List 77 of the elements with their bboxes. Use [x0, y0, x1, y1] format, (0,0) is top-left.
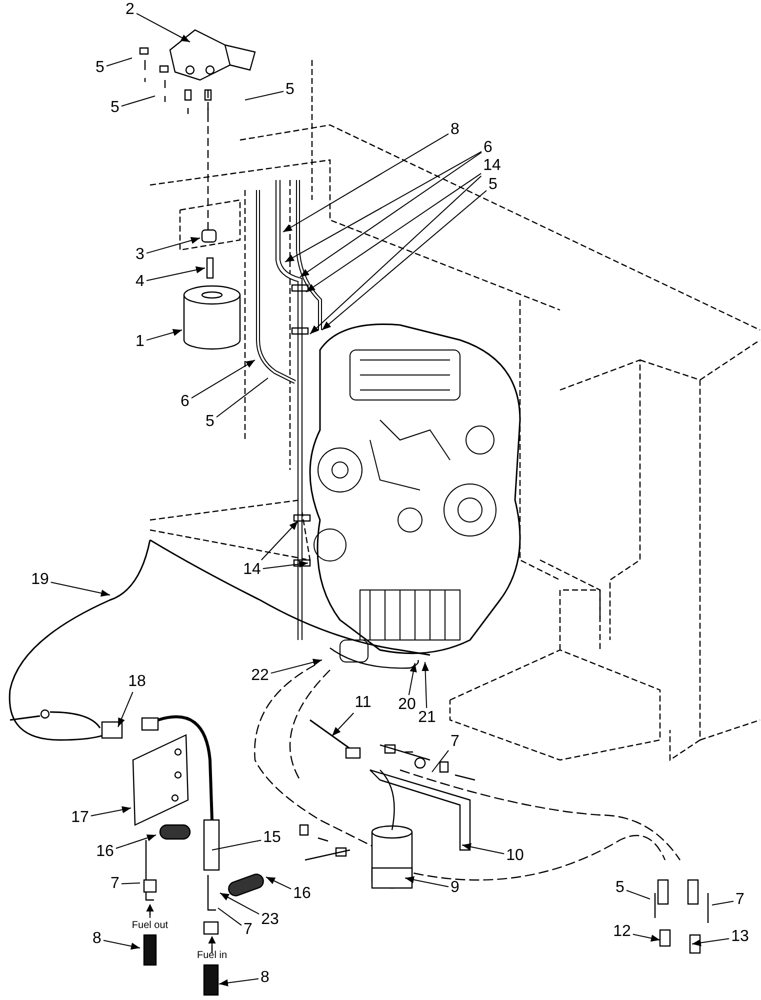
callout-number: 7	[450, 733, 460, 751]
leader-line	[220, 892, 260, 915]
leader-line	[106, 58, 132, 66]
leader-line	[322, 190, 487, 330]
callout-number: 5	[284, 81, 296, 99]
leader-line	[115, 834, 156, 849]
leader-line	[103, 940, 140, 950]
callout-number: 20	[397, 696, 417, 714]
callout-number: 7	[734, 891, 746, 909]
callout-number: 5	[94, 59, 106, 77]
callout-number: 7	[110, 875, 120, 893]
leader-line	[146, 266, 206, 282]
callout-number: 16	[292, 885, 312, 903]
leader-line	[270, 658, 322, 674]
callout-number: 22	[250, 667, 270, 685]
callout-number: 6	[482, 139, 494, 157]
leader-line	[118, 692, 134, 728]
callout-number: 8	[92, 930, 102, 948]
callout-number: 7	[242, 921, 254, 939]
leader-line	[146, 237, 200, 254]
callout-number: 21	[417, 709, 437, 727]
leader-line	[50, 582, 110, 597]
callout-number: 3	[134, 246, 146, 264]
leader-line	[212, 840, 262, 850]
callout-number: 13	[730, 928, 750, 946]
callout-number: 5	[614, 879, 626, 897]
leader-line	[191, 360, 256, 399]
flow-label: Fuel in	[197, 950, 227, 962]
leader-line	[432, 750, 449, 772]
flow-label: Fuel out	[132, 920, 168, 932]
leader-line	[712, 900, 734, 906]
callout-number: 15	[262, 829, 282, 847]
leader-line	[692, 938, 730, 946]
callout-number: 6	[180, 393, 190, 411]
callout-number: 14	[242, 561, 262, 579]
callout-number: 11	[354, 694, 372, 712]
callout-number: 5	[110, 99, 120, 117]
leader-line	[408, 662, 417, 696]
callout-number: 12	[612, 923, 632, 941]
leader-line	[632, 934, 660, 942]
leader-line	[262, 560, 308, 570]
callout-number: 14	[482, 157, 502, 175]
leader-line	[404, 876, 449, 888]
callout-number: 2	[124, 1, 136, 19]
callout-number: 16	[95, 843, 115, 861]
callout-number: 5	[204, 413, 216, 431]
leader-line	[260, 520, 298, 560]
callout-number: 19	[30, 571, 50, 589]
leader-line	[216, 378, 268, 418]
leader-line	[121, 96, 156, 107]
leader-line	[90, 806, 132, 816]
callout-number: 10	[505, 847, 525, 865]
leader-line	[244, 90, 284, 100]
leader-line	[218, 978, 259, 986]
leader-line	[306, 172, 482, 292]
leader-line	[332, 712, 354, 736]
leader-line	[462, 843, 505, 854]
leader-line	[422, 662, 429, 708]
leader-line	[284, 151, 482, 262]
callout-number: 23	[260, 911, 280, 929]
leader-line	[310, 176, 482, 334]
leader-line	[146, 329, 182, 341]
callout-number: 5	[488, 176, 498, 194]
callout-number: 8	[260, 969, 270, 987]
callout-number: 8	[450, 121, 460, 139]
leader-line	[300, 152, 482, 278]
callout-number: 18	[127, 673, 147, 691]
leader-line	[282, 133, 449, 232]
callout-number: 17	[70, 809, 90, 827]
leader-line	[266, 876, 292, 890]
leader-line	[626, 890, 650, 900]
leader-line	[121, 882, 140, 884]
leader-line	[218, 908, 242, 926]
callout-number: 4	[134, 273, 146, 291]
callout-number: 9	[450, 879, 460, 897]
callout-number: 1	[134, 333, 146, 351]
leader-line	[136, 12, 190, 42]
